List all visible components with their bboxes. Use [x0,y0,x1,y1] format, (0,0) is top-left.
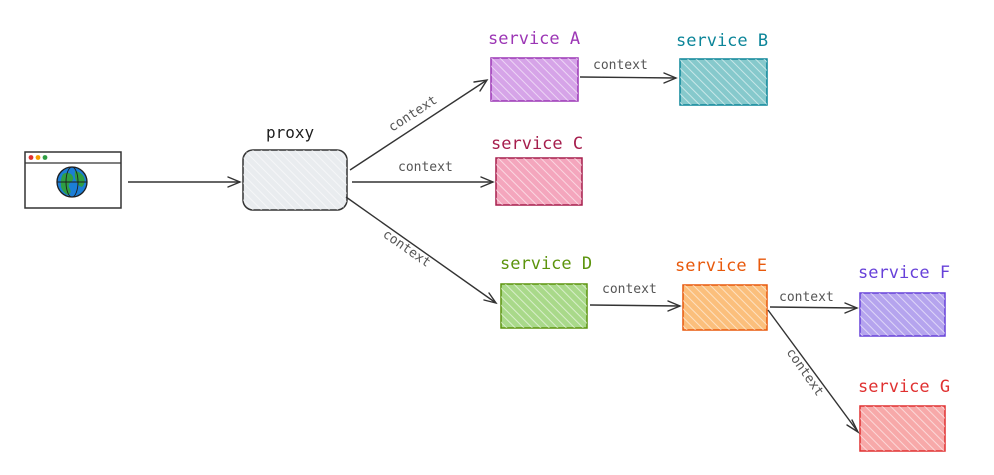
proxy-node [242,149,348,211]
service-a-box [490,57,579,102]
context-label-a-b: context [593,58,648,73]
context-label-d-e: context [602,282,657,297]
arrow-service-d-to-e [589,300,682,312]
service-b-box [679,58,768,106]
arrow-service-e-to-g [767,309,860,434]
context-label-e-g: context [783,346,827,399]
window-maximize-dot [42,155,48,160]
context-label-proxy-d: context [380,227,433,271]
service-a-label: service A [488,29,580,49]
service-f-box [859,292,946,337]
arrow-service-e-to-f [769,302,859,314]
context-label-e-f: context [779,290,834,305]
arrow-service-a-to-b [579,72,678,84]
browser-window [24,151,122,209]
arrow-browser-to-proxy [128,176,242,188]
arrow-proxy-to-service-d [345,196,498,305]
service-c-box [495,157,583,206]
arrow-proxy-to-service-a [349,79,489,171]
globe-icon [56,166,88,198]
service-e-label: service E [675,256,767,276]
context-label-proxy-c: context [398,160,453,175]
service-c-label: service C [491,134,583,154]
service-b-label: service B [676,31,768,51]
service-e-box [682,284,768,331]
service-d-label: service D [500,254,592,274]
service-g-box [859,405,946,452]
proxy-label: proxy [266,123,315,142]
service-d-box [500,283,588,329]
arrow-proxy-to-service-c [352,176,495,188]
window-close-dot [28,155,34,160]
service-f-label: service F [858,263,950,283]
window-minimize-dot [35,155,41,160]
service-g-label: service G [858,377,950,397]
